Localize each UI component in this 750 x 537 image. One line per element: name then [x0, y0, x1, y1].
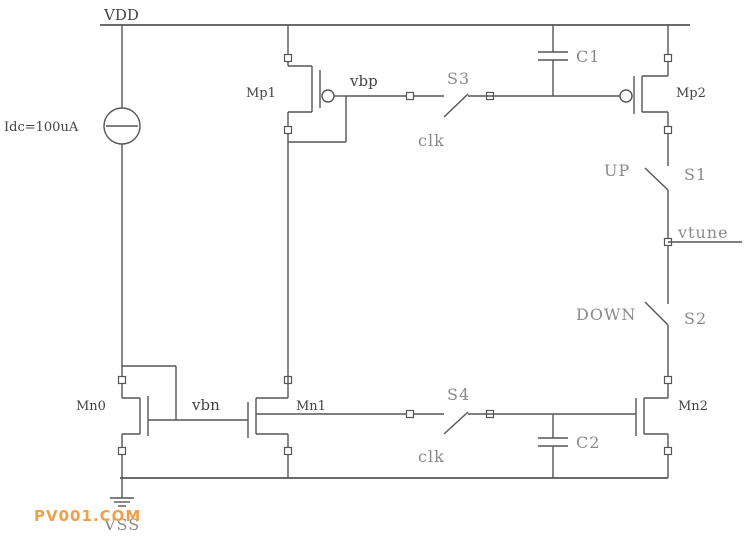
current-source-label: Idc=100uA	[4, 120, 79, 135]
clk-bottom-label: clk	[418, 447, 445, 466]
transistor-mp1	[283, 25, 347, 398]
ground-icon	[110, 478, 134, 507]
current-source	[103, 25, 141, 366]
c2-label: C2	[576, 433, 600, 452]
vdd-label: VDD	[103, 6, 139, 24]
vbn-label: vbn	[191, 396, 220, 414]
up-label: UP	[604, 161, 630, 180]
s2-label: S2	[684, 309, 707, 328]
mp2-label: Mp2	[676, 86, 706, 101]
switch-s2	[644, 301, 669, 326]
clk-top-label: clk	[418, 131, 445, 150]
mn1-label: Mn1	[296, 399, 326, 414]
vtune-node	[663, 237, 742, 247]
s1-label: S1	[684, 165, 707, 184]
vtune-label: vtune	[677, 223, 729, 242]
mn2-label: Mn2	[678, 399, 708, 414]
vss-label: VSS	[103, 515, 140, 534]
c1-label: C1	[576, 47, 600, 66]
mp1-label: Mp1	[246, 86, 276, 101]
transistor-mp2	[619, 25, 673, 166]
vbp-label: vbp	[349, 72, 378, 90]
capacitor-c2	[538, 414, 568, 478]
switch-s1	[644, 167, 669, 191]
mn0-label: Mn0	[76, 399, 106, 414]
watermark: PV001.COM	[34, 507, 141, 525]
transistor-mn1	[247, 375, 293, 478]
transistor-mn0	[117, 365, 177, 478]
s4-label: S4	[447, 385, 470, 404]
s3-label: S3	[447, 69, 470, 88]
down-label: DOWN	[576, 305, 636, 324]
transistor-mn2	[635, 375, 673, 478]
capacitor-c1	[538, 25, 568, 96]
